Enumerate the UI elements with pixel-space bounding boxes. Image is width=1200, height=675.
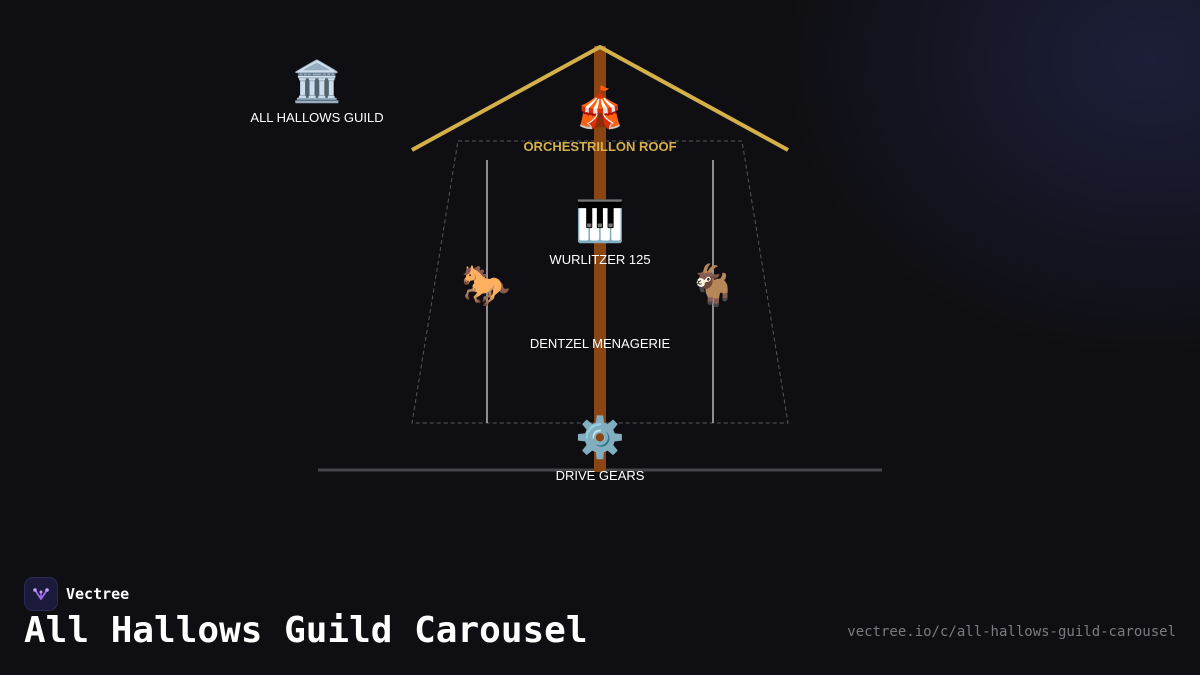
horse-icon: 🐎 (461, 263, 511, 309)
goat-icon: 🐐 (688, 263, 738, 309)
page-title: All Hallows Guild Carousel (24, 610, 588, 651)
carousel-frame (411, 140, 789, 424)
roof-line (411, 45, 789, 152)
menagerie-label: DENTZEL MENAGERIE (529, 336, 671, 351)
piano-keys-icon: 🎹 (575, 199, 625, 245)
circus-tent-icon: 🎪 (575, 85, 625, 131)
gears-label: DRIVE GEARS (555, 468, 645, 483)
brand-name: Vectree (66, 585, 130, 603)
guild-label: ALL HALLOWS GUILD (250, 110, 384, 125)
organ-label: WURLITZER 125 (549, 252, 651, 267)
brand[interactable]: Vectree (24, 577, 129, 611)
roof-label: ORCHESTRILLON ROOF (523, 139, 677, 154)
gear-icon: ⚙️ (575, 415, 625, 461)
page-url-link[interactable]: vectree.io/c/all-hallows-guild-carousel (847, 624, 1176, 640)
center-pole (594, 46, 606, 472)
vectree-logo-icon (24, 577, 58, 611)
classical-building-icon: 🏛️ (292, 59, 342, 105)
